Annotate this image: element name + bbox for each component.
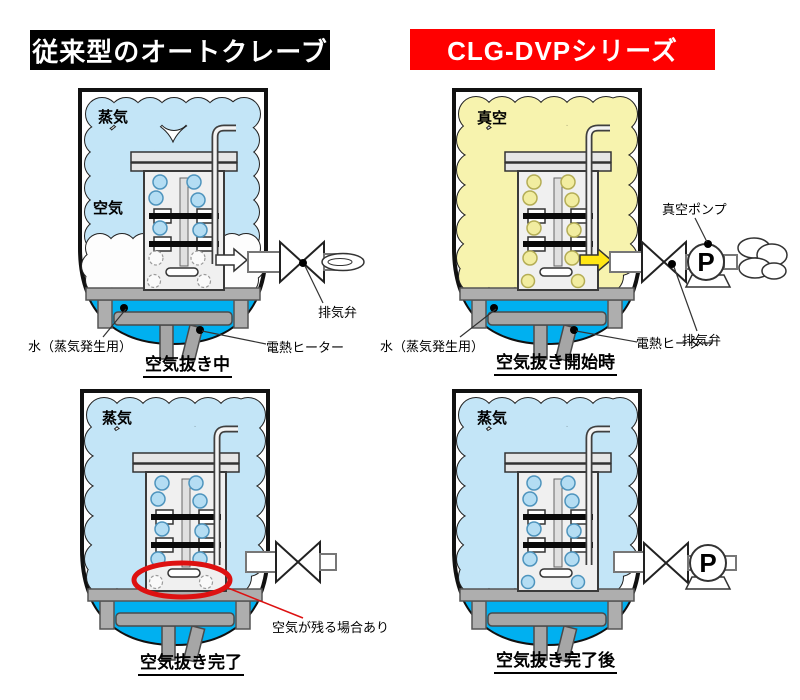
steam-puff-inner — [327, 258, 353, 266]
water-dot — [490, 304, 498, 312]
label-water-p2: 水（蒸気発生用） — [380, 339, 485, 354]
caption-p3: 空気抜き完了 — [138, 648, 244, 676]
label-exhaust-valve-p1: 排気弁 — [318, 305, 358, 320]
exhaust-pipe — [609, 251, 643, 273]
exhaust-pipe — [245, 551, 277, 573]
panel-clgdvp-start: P — [452, 88, 788, 362]
exhaust-cloud — [761, 262, 787, 280]
exhaust-valve — [275, 541, 321, 583]
heater-dot — [196, 326, 204, 334]
label-air-p1: 空気 — [93, 200, 124, 217]
label-vacuum-pump-p2: 真空ポンプ — [662, 202, 727, 217]
pump-dot — [704, 240, 712, 248]
label-vacuum-p2: 真空 — [477, 110, 508, 127]
valve-dot — [299, 259, 307, 267]
exhaust-valve — [643, 542, 689, 584]
panel-clgdvp-complete: P — [452, 389, 737, 663]
water-dot — [120, 304, 128, 312]
valve-leader-line — [673, 266, 698, 332]
label-steam-p3: 蒸気 — [102, 410, 133, 427]
heater-leader-line — [575, 330, 638, 343]
water-leader-line — [459, 308, 497, 338]
fermenter-jar — [505, 429, 611, 591]
exhaust-valve — [641, 241, 687, 283]
residual-air-highlight-ellipse — [131, 560, 233, 600]
label-water-p1: 水（蒸気発生用） — [28, 339, 133, 354]
pipe-stub — [319, 553, 337, 571]
label-steam-p1: 蒸気 — [98, 109, 129, 126]
valve-leader-line — [304, 265, 324, 304]
label-air-remains-p3: 空気が残る場合あり — [272, 620, 390, 635]
pump-letter: P — [697, 247, 714, 277]
label-heater-p1: 電熱ヒーター — [266, 340, 345, 355]
caption-p1: 空気抜き中 — [143, 350, 232, 378]
steam-puff — [321, 252, 365, 272]
exhaust-pipe — [247, 251, 281, 273]
pump-letter: P — [699, 548, 716, 578]
label-exhaust-valve-p2: 排気弁 — [682, 333, 722, 348]
banner-conventional: 従来型のオートクレーブ — [30, 30, 330, 70]
heater-leader-line — [201, 330, 267, 345]
heater-dot — [570, 326, 578, 334]
label-heater-p2: 電熱ヒーター — [636, 336, 715, 351]
pump-outlet-stub — [723, 254, 738, 270]
caption-p4: 空気抜き完了後 — [494, 646, 617, 674]
label-steam-p4: 蒸気 — [477, 410, 508, 427]
water-leader-line — [102, 308, 127, 338]
pump-leader-line — [694, 217, 708, 243]
vacuum-pump — [689, 544, 727, 582]
valve-dot — [668, 260, 676, 268]
exhaust-pipe — [613, 551, 645, 573]
caption-p2: 空気抜き開始時 — [494, 348, 617, 376]
residual-air-leader-line — [227, 587, 304, 619]
banner-clg-dvp: CLG-DVPシリーズ — [410, 29, 715, 70]
